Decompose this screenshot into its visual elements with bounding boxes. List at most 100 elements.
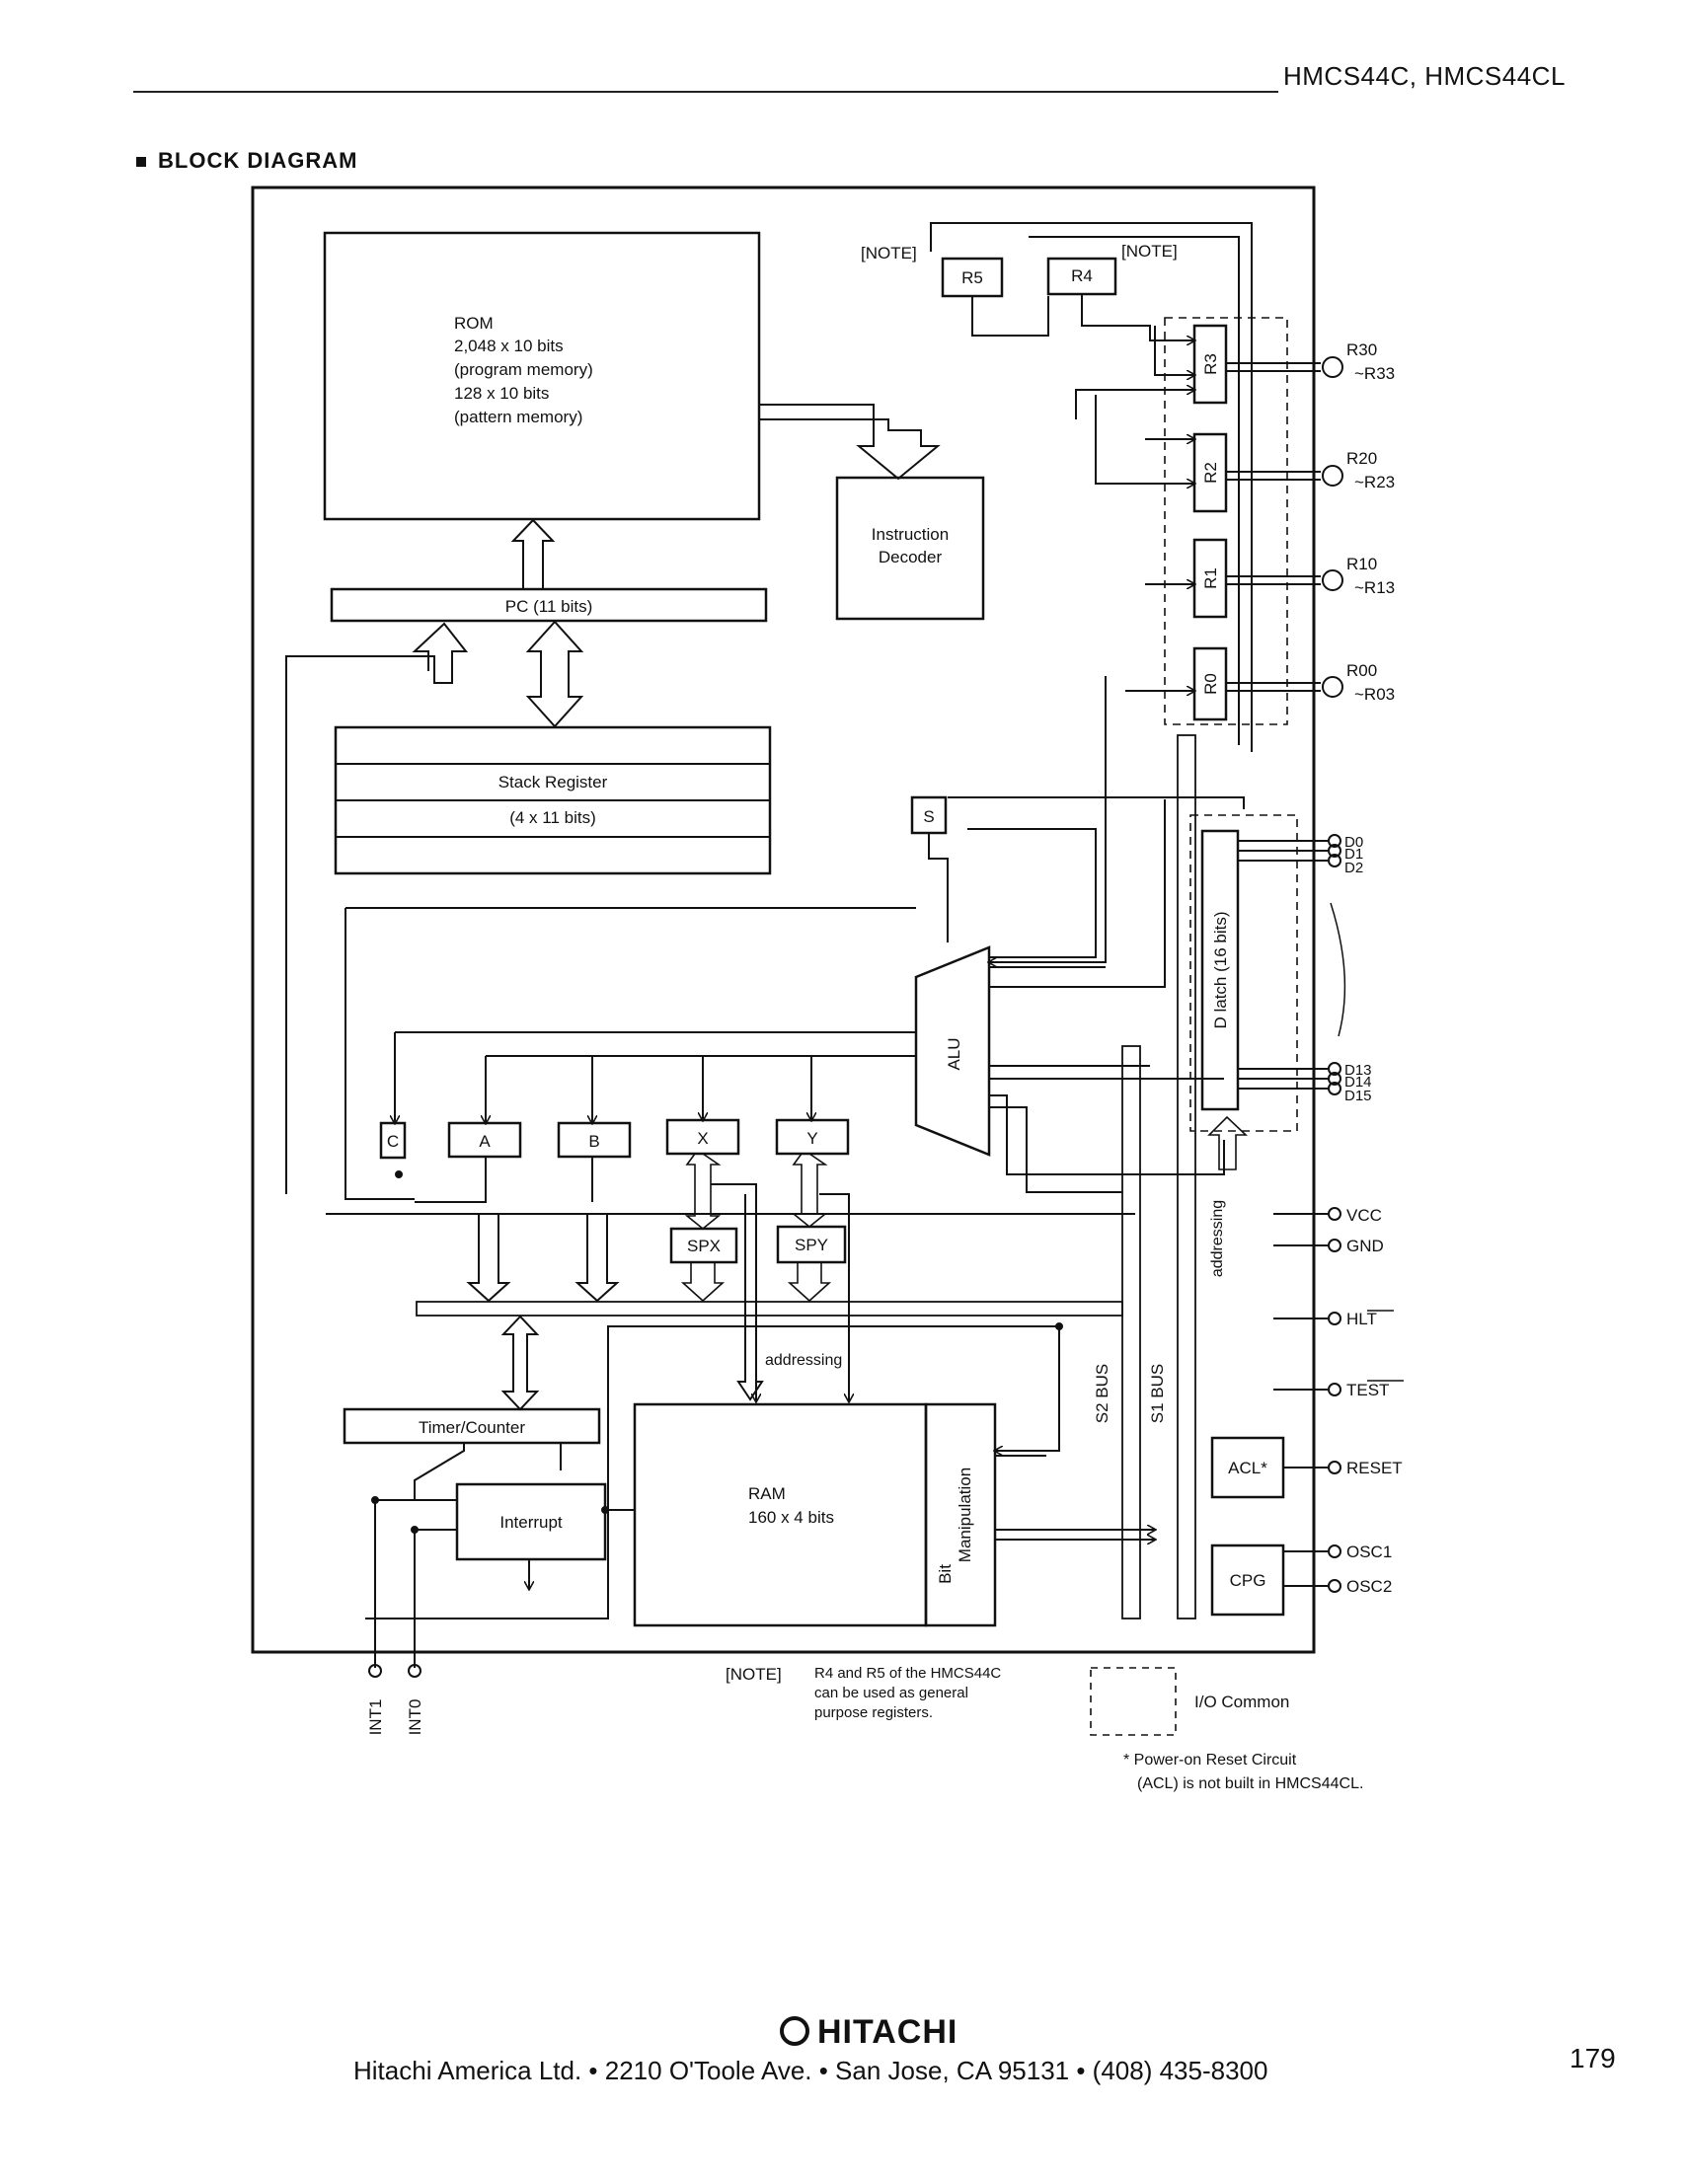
pin-r03: ~R03 <box>1354 685 1395 704</box>
note-text-1: R4 and R5 of the HMCS44C <box>814 1665 1001 1682</box>
note-left: [NOTE] <box>861 244 917 263</box>
pin-d0: D0 <box>1344 834 1363 851</box>
spy-label: SPY <box>795 1236 828 1254</box>
y-label: Y <box>806 1129 817 1148</box>
r0-label: R0 <box>1201 673 1220 695</box>
timer-label: Timer/Counter <box>419 1418 525 1437</box>
ram-label-1: RAM <box>748 1484 786 1503</box>
rom-title: ROM <box>454 314 494 333</box>
b-label: B <box>588 1132 599 1151</box>
pin-d13: D13 <box>1344 1062 1372 1079</box>
decoder-line-1: Instruction <box>872 525 949 544</box>
pin-reset: RESET <box>1346 1459 1403 1477</box>
pin-d14: D14 <box>1344 1074 1372 1091</box>
internal-bus <box>416 1301 1123 1317</box>
pin-gnd: GND <box>1346 1237 1384 1255</box>
io-common-r-outline <box>1164 317 1288 725</box>
alu-block <box>914 945 991 1157</box>
pin-int0: INT0 <box>406 1699 424 1736</box>
ram-addressing-label: addressing <box>765 1352 842 1369</box>
d-latch-block <box>1200 829 1240 1111</box>
pin-d1: D1 <box>1344 846 1363 863</box>
rom-line-4: (pattern memory) <box>454 408 582 426</box>
s1-bus <box>1177 734 1196 1619</box>
acl-label: ACL* <box>1228 1459 1267 1477</box>
s2-bus <box>1121 1045 1141 1619</box>
pin-r23: ~R23 <box>1354 473 1395 491</box>
s1-bus-label: S1 BUS <box>1148 1364 1167 1423</box>
header-title: HMCS44C, HMCS44CL <box>1283 61 1566 91</box>
page-number: 179 <box>1570 2043 1616 2073</box>
ram-label-2: 160 x 4 bits <box>748 1508 834 1527</box>
a-label: A <box>479 1132 491 1151</box>
pin-r20: R20 <box>1346 449 1377 468</box>
bit-manip-label-1: Bit <box>936 1564 955 1584</box>
hitachi-mark-icon <box>780 2016 809 2047</box>
spx-label: SPX <box>687 1237 721 1255</box>
rom-block <box>323 231 761 521</box>
x-label: X <box>697 1129 708 1148</box>
header-rule <box>133 91 1278 93</box>
timer-counter-block <box>343 1407 601 1445</box>
pin-r13: ~R13 <box>1354 578 1395 597</box>
instruction-decoder-block <box>835 476 985 621</box>
footer-address: Hitachi America Ltd. • 2210 O'Toole Ave.… <box>353 2056 1268 2085</box>
pin-test: TEST <box>1346 1381 1389 1399</box>
rom-pc-arrow <box>510 518 556 590</box>
d-latch-label: D latch (16 bits) <box>1211 911 1230 1028</box>
pin-d2: D2 <box>1344 860 1363 876</box>
r1-block <box>1192 538 1228 619</box>
interrupt-block <box>455 1482 607 1561</box>
section-title: BLOCK DIAGRAM <box>136 148 357 174</box>
r4-label: R4 <box>1071 266 1093 285</box>
pin-int1: INT1 <box>366 1699 385 1736</box>
pin-vcc: VCC <box>1346 1206 1382 1225</box>
note-text-3: purpose registers. <box>814 1704 933 1721</box>
pin-r00: R00 <box>1346 661 1377 680</box>
cpg-block <box>1210 1544 1285 1617</box>
pin-d15: D15 <box>1344 1088 1372 1104</box>
note-right: [NOTE] <box>1121 242 1178 261</box>
alu-label: ALU <box>945 1037 963 1070</box>
footnote-line-1: * Power-on Reset Circuit <box>1123 1752 1297 1769</box>
io-common-legend-box <box>1090 1667 1177 1736</box>
cpg-label: CPG <box>1230 1571 1266 1590</box>
rom-line-1: 2,048 x 10 bits <box>454 337 564 355</box>
interrupt-label: Interrupt <box>499 1513 563 1532</box>
pin-osc2: OSC2 <box>1346 1577 1392 1596</box>
bit-manip-label-2: Manipulation <box>956 1468 974 1562</box>
r2-label: R2 <box>1201 462 1220 484</box>
io-common-d-outline <box>1189 814 1298 1132</box>
rom-decoder-arrow <box>760 404 941 481</box>
chip-outline <box>251 186 1316 1654</box>
pin-r33: ~R33 <box>1354 364 1395 383</box>
note-label: [NOTE] <box>726 1665 782 1684</box>
spy-block <box>776 1225 847 1264</box>
c-label: C <box>387 1132 399 1151</box>
r1-label: R1 <box>1201 567 1220 589</box>
pc-label: PC (11 bits) <box>505 597 593 616</box>
pc-stack-arrow <box>525 620 584 728</box>
pin-r30: R30 <box>1346 340 1377 359</box>
pin-hlt: HLT <box>1346 1310 1377 1328</box>
footnote-line-2: (ACL) is not built in HMCS44CL. <box>1137 1775 1363 1792</box>
rom-line-2: (program memory) <box>454 360 593 379</box>
io-common-label: I/O Common <box>1194 1693 1289 1711</box>
bit-manipulation-block <box>924 1402 997 1627</box>
stack-label-1: Stack Register <box>498 773 608 791</box>
hitachi-brand: HITACHI <box>817 2013 958 2051</box>
bullet-icon <box>136 157 146 168</box>
pc-block <box>330 587 768 623</box>
pin-r10: R10 <box>1346 555 1377 573</box>
stack-label-2: (4 x 11 bits) <box>509 808 596 827</box>
r3-label: R3 <box>1201 353 1220 375</box>
note-text-2: can be used as general <box>814 1685 968 1701</box>
s2-bus-label: S2 BUS <box>1093 1364 1111 1423</box>
r5-label: R5 <box>961 268 983 287</box>
rom-line-3: 128 x 10 bits <box>454 384 549 403</box>
section-title-text: BLOCK DIAGRAM <box>158 148 358 173</box>
d-addressing-label: addressing <box>1209 1200 1226 1277</box>
s-label: S <box>923 807 934 826</box>
hitachi-logo: HITACHI <box>780 2013 957 2052</box>
